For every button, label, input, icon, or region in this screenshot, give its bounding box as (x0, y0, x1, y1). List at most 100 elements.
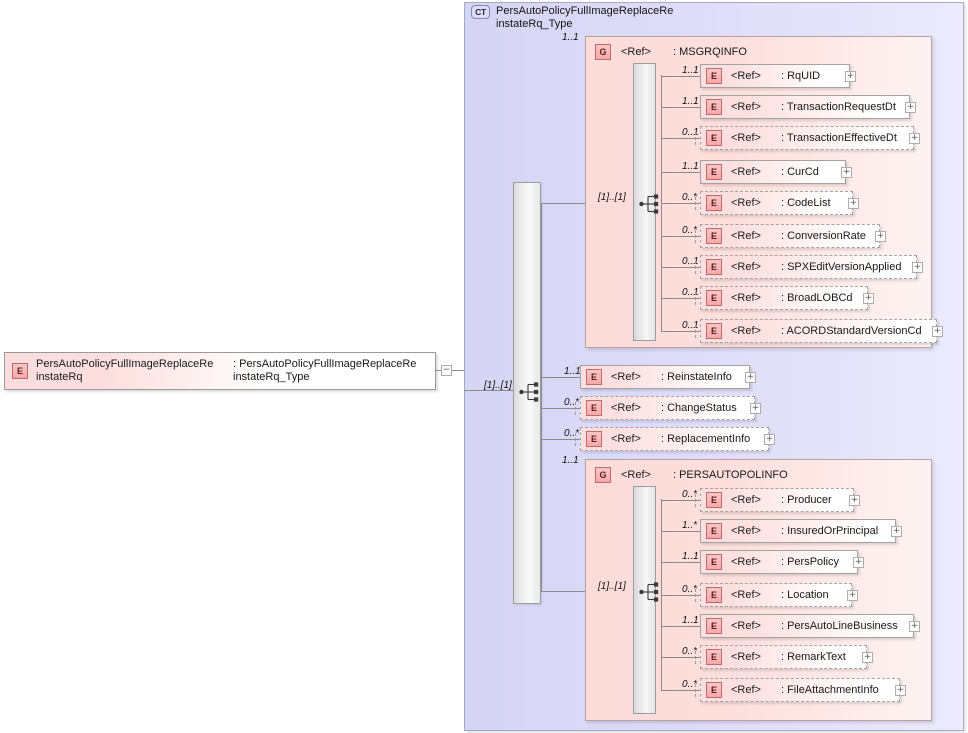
node-expand-toggle[interactable]: + (847, 590, 858, 601)
node-connector-line (661, 138, 700, 139)
node-expand-toggle[interactable]: + (895, 685, 906, 696)
root-connector-left (436, 370, 441, 371)
node-ref-label: <Ref> (611, 433, 641, 445)
element-icon: E (706, 290, 722, 306)
node-expand-toggle[interactable]: + (841, 167, 852, 178)
schema-node-box[interactable]: E <Ref> : TransactionRequestDt (700, 95, 910, 119)
node-expand-toggle[interactable]: + (863, 293, 874, 304)
node-name: : TransactionEffectiveDt (780, 132, 897, 144)
node-expand-toggle[interactable]: + (848, 198, 859, 209)
schema-node-box[interactable]: E<Ref>: SPXEditVersionApplied (700, 255, 917, 279)
schema-node-box[interactable]: E<Ref>: RqUID (700, 64, 850, 88)
schema-node-box[interactable]: E<Ref>: ChangeStatus (580, 396, 755, 420)
schema-node-box[interactable]: E<Ref>: FileAttachmentInfo (700, 678, 900, 702)
node-expand-toggle[interactable]: + (891, 526, 902, 537)
group-ref-label: <Ref> (621, 46, 651, 58)
schema-node-box[interactable]: E<Ref>: RemarkText (700, 645, 867, 669)
schema-node-box[interactable]: E<Ref>: PersPolicy (700, 550, 858, 574)
optional-stub (695, 261, 697, 274)
node-name: : SPXEditVersionApplied (780, 261, 902, 273)
node-ref-label: <Ref> (731, 589, 761, 601)
schema-node-box[interactable]: E<Ref>: ACORDStandardVersionCd (700, 319, 937, 343)
main-sequence-inlet (464, 390, 513, 391)
node-name: : PersPolicy (780, 556, 840, 568)
node-occurrence: 0..* (564, 397, 580, 408)
node-ref-label: <Ref> (731, 620, 761, 632)
group-sequence-occurrence-msgrqinfo: [1]..[1] (598, 192, 626, 203)
node-ref-label: <Ref> (611, 371, 641, 383)
group-ref-label: <Ref> (621, 469, 651, 481)
schema-node-box[interactable]: E<Ref>: ConversionRate (700, 224, 880, 248)
complex-type-header[interactable]: CT PersAutoPolicyFullImageReplaceRe inst… (471, 5, 771, 31)
node-expand-toggle[interactable]: + (905, 102, 916, 113)
node-connector-line (661, 562, 700, 563)
element-icon: E (706, 99, 722, 115)
node-expand-toggle[interactable]: + (912, 262, 923, 273)
root-element-type: : PersAutoPolicyFullImageReplaceRe insta… (233, 358, 417, 383)
node-name: : FileAttachmentInfo (780, 684, 879, 696)
node-ref-label: <Ref> (731, 494, 761, 506)
optional-stub (575, 433, 577, 446)
node-occurrence: 0..* (682, 646, 698, 657)
node-name: : Location (780, 589, 829, 601)
node-occurrence: 0..* (682, 192, 698, 203)
schema-node-box[interactable]: E<Ref>: PersAutoLineBusiness (700, 614, 914, 638)
sequence-connector-icon (519, 382, 539, 402)
node-expand-toggle[interactable]: + (862, 652, 873, 663)
schema-node-box[interactable]: E<Ref>: CodeList (700, 191, 853, 215)
element-icon: E (706, 323, 722, 339)
optional-stub (695, 325, 697, 338)
root-collapse-toggle[interactable]: − (441, 365, 452, 376)
schema-node-box[interactable]: E<Ref>: ReplacementInfo (580, 427, 769, 451)
node-expand-toggle[interactable]: + (909, 621, 920, 632)
schema-node-box[interactable]: E<Ref>: Producer (700, 488, 854, 512)
group-inlet-msgrqinfo (541, 203, 585, 204)
optional-stub (695, 589, 697, 602)
group2-spine-down (661, 592, 662, 691)
group-sequence-occurrence-persautopolinfo: [1]..[1] (598, 581, 626, 592)
node-name: : Producer (780, 494, 832, 506)
node-connector-line (661, 267, 700, 268)
node-expand-toggle[interactable]: + (849, 495, 860, 506)
schema-node-box[interactable]: E <Ref> : TransactionEffectiveDt (700, 126, 914, 150)
node-expand-toggle[interactable]: + (750, 403, 761, 414)
element-icon: E (586, 400, 602, 416)
group-sequence-connector-icon-msgrqinfo (639, 194, 659, 214)
node-expand-toggle[interactable]: + (745, 372, 756, 383)
node-connector-line (661, 331, 700, 332)
root-connector-right (452, 370, 464, 371)
node-occurrence: 1..1 (682, 96, 699, 107)
schema-node-box[interactable]: E<Ref>: ReinstateInfo (580, 365, 750, 389)
node-expand-toggle[interactable]: + (875, 231, 886, 242)
node-expand-toggle[interactable]: + (764, 434, 775, 445)
schema-node-box[interactable]: E<Ref>: BroadLOBCd (700, 286, 868, 310)
element-icon: E (706, 228, 722, 244)
node-occurrence: 1..1 (682, 161, 699, 172)
node-expand-toggle[interactable]: + (909, 133, 920, 144)
node-occurrence: 0..* (682, 584, 698, 595)
group1-spine-up (661, 75, 662, 204)
element-icon: E (706, 682, 722, 698)
schema-node-box[interactable]: E<Ref>: InsuredOrPrincipal (700, 519, 896, 543)
optional-stub (695, 230, 697, 243)
node-ref-label: <Ref> (731, 101, 761, 113)
node-ref-label: <Ref> (611, 402, 641, 414)
node-connector-line (661, 500, 700, 501)
group-header-msgrqinfo[interactable]: G <Ref> : MSGRQINFO (595, 44, 747, 60)
schema-node-box[interactable]: E<Ref>: Location (700, 583, 852, 607)
element-icon: E (706, 195, 722, 211)
node-ref-label: <Ref> (731, 132, 761, 144)
group-icon: G (595, 467, 611, 483)
node-name: : TransactionRequestDt (780, 101, 896, 113)
schema-node-box[interactable]: E<Ref>: CurCd (700, 160, 846, 184)
node-expand-toggle[interactable]: + (932, 326, 943, 337)
node-name: : ConversionRate (780, 230, 866, 242)
root-element-box[interactable]: E PersAutoPolicyFullImageReplaceRe insta… (4, 352, 436, 390)
group-icon: G (595, 44, 611, 60)
group-header-persautopolinfo[interactable]: G <Ref> : PERSAUTOPOLINFO (595, 467, 788, 483)
main-branch-spine-up (541, 203, 542, 391)
node-expand-toggle[interactable]: + (853, 557, 864, 568)
node-expand-toggle[interactable]: + (845, 71, 856, 82)
node-name: : RqUID (780, 70, 821, 82)
element-icon: E (706, 130, 722, 146)
